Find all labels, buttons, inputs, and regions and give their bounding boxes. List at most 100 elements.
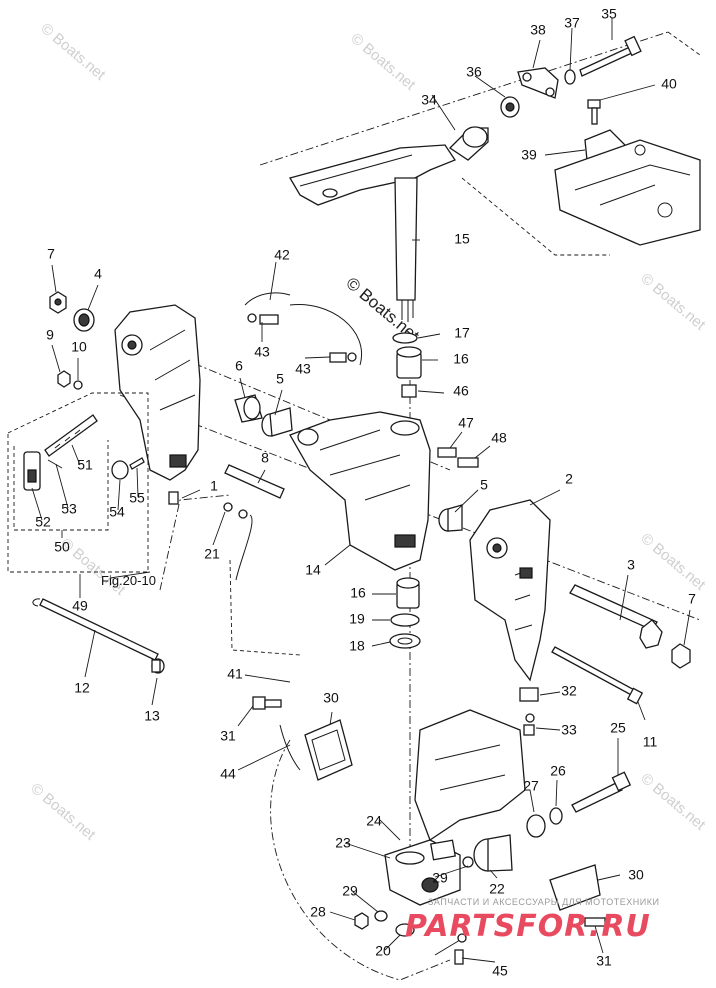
callout-55: 55 [129,490,145,506]
bushing-22 [473,834,513,872]
seal-17 [392,332,418,344]
watermark: © Boats.net [637,770,709,834]
washer-18 [389,633,421,649]
callout-labels: 1 2 3 4 5 5 6 7 7 8 9 10 11 12 13 14 15 … [35,6,696,979]
watermark: © Boats.net [37,20,109,84]
bracket-39-housing [554,129,701,246]
steering-arm-15 [289,144,456,322]
bushing-5-right [438,504,463,532]
screw-45 [454,949,464,965]
callout-17: 17 [454,325,470,341]
nut-9 [57,370,71,388]
wire-44 [279,724,301,771]
nut-7-left [49,291,67,314]
bushing-16-upper [396,346,422,379]
callout-50: 50 [54,539,70,555]
logo-tagline: ЗАПЧАСТИ И АКСЕССУАРЫ ДЛЯ МОТОТЕХНИКИ [428,897,659,907]
callout-9: 9 [46,327,54,343]
rod-12 [32,598,159,661]
shaft-8 [224,464,285,499]
screw-43-lower [329,352,357,363]
callout-32: 32 [561,683,577,699]
callout-7-right: 7 [688,591,696,607]
callout-35: 35 [601,6,617,22]
watermark: © Boats.net [27,780,99,844]
screw-21 [223,502,233,512]
bushing-5-left [261,407,293,437]
callout-29-right: 29 [432,870,448,886]
logo-text: PARTSFOR.RU [405,909,651,944]
callout-52: 52 [35,514,51,530]
callout-25: 25 [610,720,626,736]
callout-24: 24 [366,813,382,829]
callout-28: 28 [310,904,326,920]
fig-box-50 [13,440,109,531]
callout-12: 12 [74,680,90,696]
callout-20: 20 [375,943,391,959]
callout-48: 48 [491,430,507,446]
callout-34: 34 [421,92,437,108]
callout-26: 26 [550,763,566,779]
screw-33 [523,713,535,736]
callout-46: 46 [453,383,469,399]
cap-13 [151,658,165,674]
callout-43-right: 43 [295,361,311,377]
clamp-bracket-2 [469,499,551,682]
rod-11 [551,646,644,705]
nut-7-right [671,643,691,669]
lower-housing [414,709,526,841]
callout-2: 2 [565,471,573,487]
washer-29-lower [374,910,388,922]
callout-39: 39 [521,147,537,163]
fig-reference-label: Fig.20-10 [101,573,156,588]
bolt-25 [571,771,632,813]
seal-19 [390,613,420,627]
pad-30-lower [549,864,601,911]
callout-45: 45 [492,963,508,979]
wire-42 [244,292,362,366]
callout-7-left: 7 [47,246,55,262]
bolt-40 [587,99,601,125]
collar-36 [500,96,520,118]
screw-55 [129,457,145,470]
bolt-47 [437,447,457,458]
plate-46 [401,384,417,398]
tube-51 [44,414,98,457]
callout-41: 41 [227,666,243,682]
block-24 [430,839,456,861]
knob-54 [111,460,129,480]
washer-27 [526,814,546,838]
callout-51: 51 [77,457,93,473]
fig-box-49 [7,392,149,573]
callout-43-left: 43 [254,344,270,360]
callout-13: 13 [144,708,160,724]
callout-30-upper: 30 [323,690,339,706]
callout-36: 36 [466,64,482,80]
callout-18: 18 [349,638,365,654]
callout-33: 33 [561,722,577,738]
callout-10: 10 [71,339,87,355]
bushing-6 [234,394,263,423]
terminal-lower [434,933,467,956]
callout-6: 6 [235,358,243,374]
callout-5-right: 5 [480,477,488,493]
bolt-31-upper [252,696,282,710]
bolt-35 [579,35,642,77]
pad-30-upper [304,719,353,781]
callout-54: 54 [109,504,125,520]
leader-lines [31,18,691,963]
watermark: © Boats.net [637,530,709,594]
callout-3: 3 [627,557,635,573]
callout-23: 23 [335,835,351,851]
callout-29-left: 29 [342,883,358,899]
callout-19: 19 [349,611,365,627]
bolt-48 [457,457,479,468]
callout-21: 21 [204,546,220,562]
watermark: © Boats.net [347,30,419,94]
bushing-34 [448,126,489,161]
callout-15: 15 [454,231,470,247]
callout-40: 40 [661,76,677,92]
block-32 [519,687,539,702]
callout-53: 53 [61,501,77,517]
callout-22: 22 [489,881,505,897]
